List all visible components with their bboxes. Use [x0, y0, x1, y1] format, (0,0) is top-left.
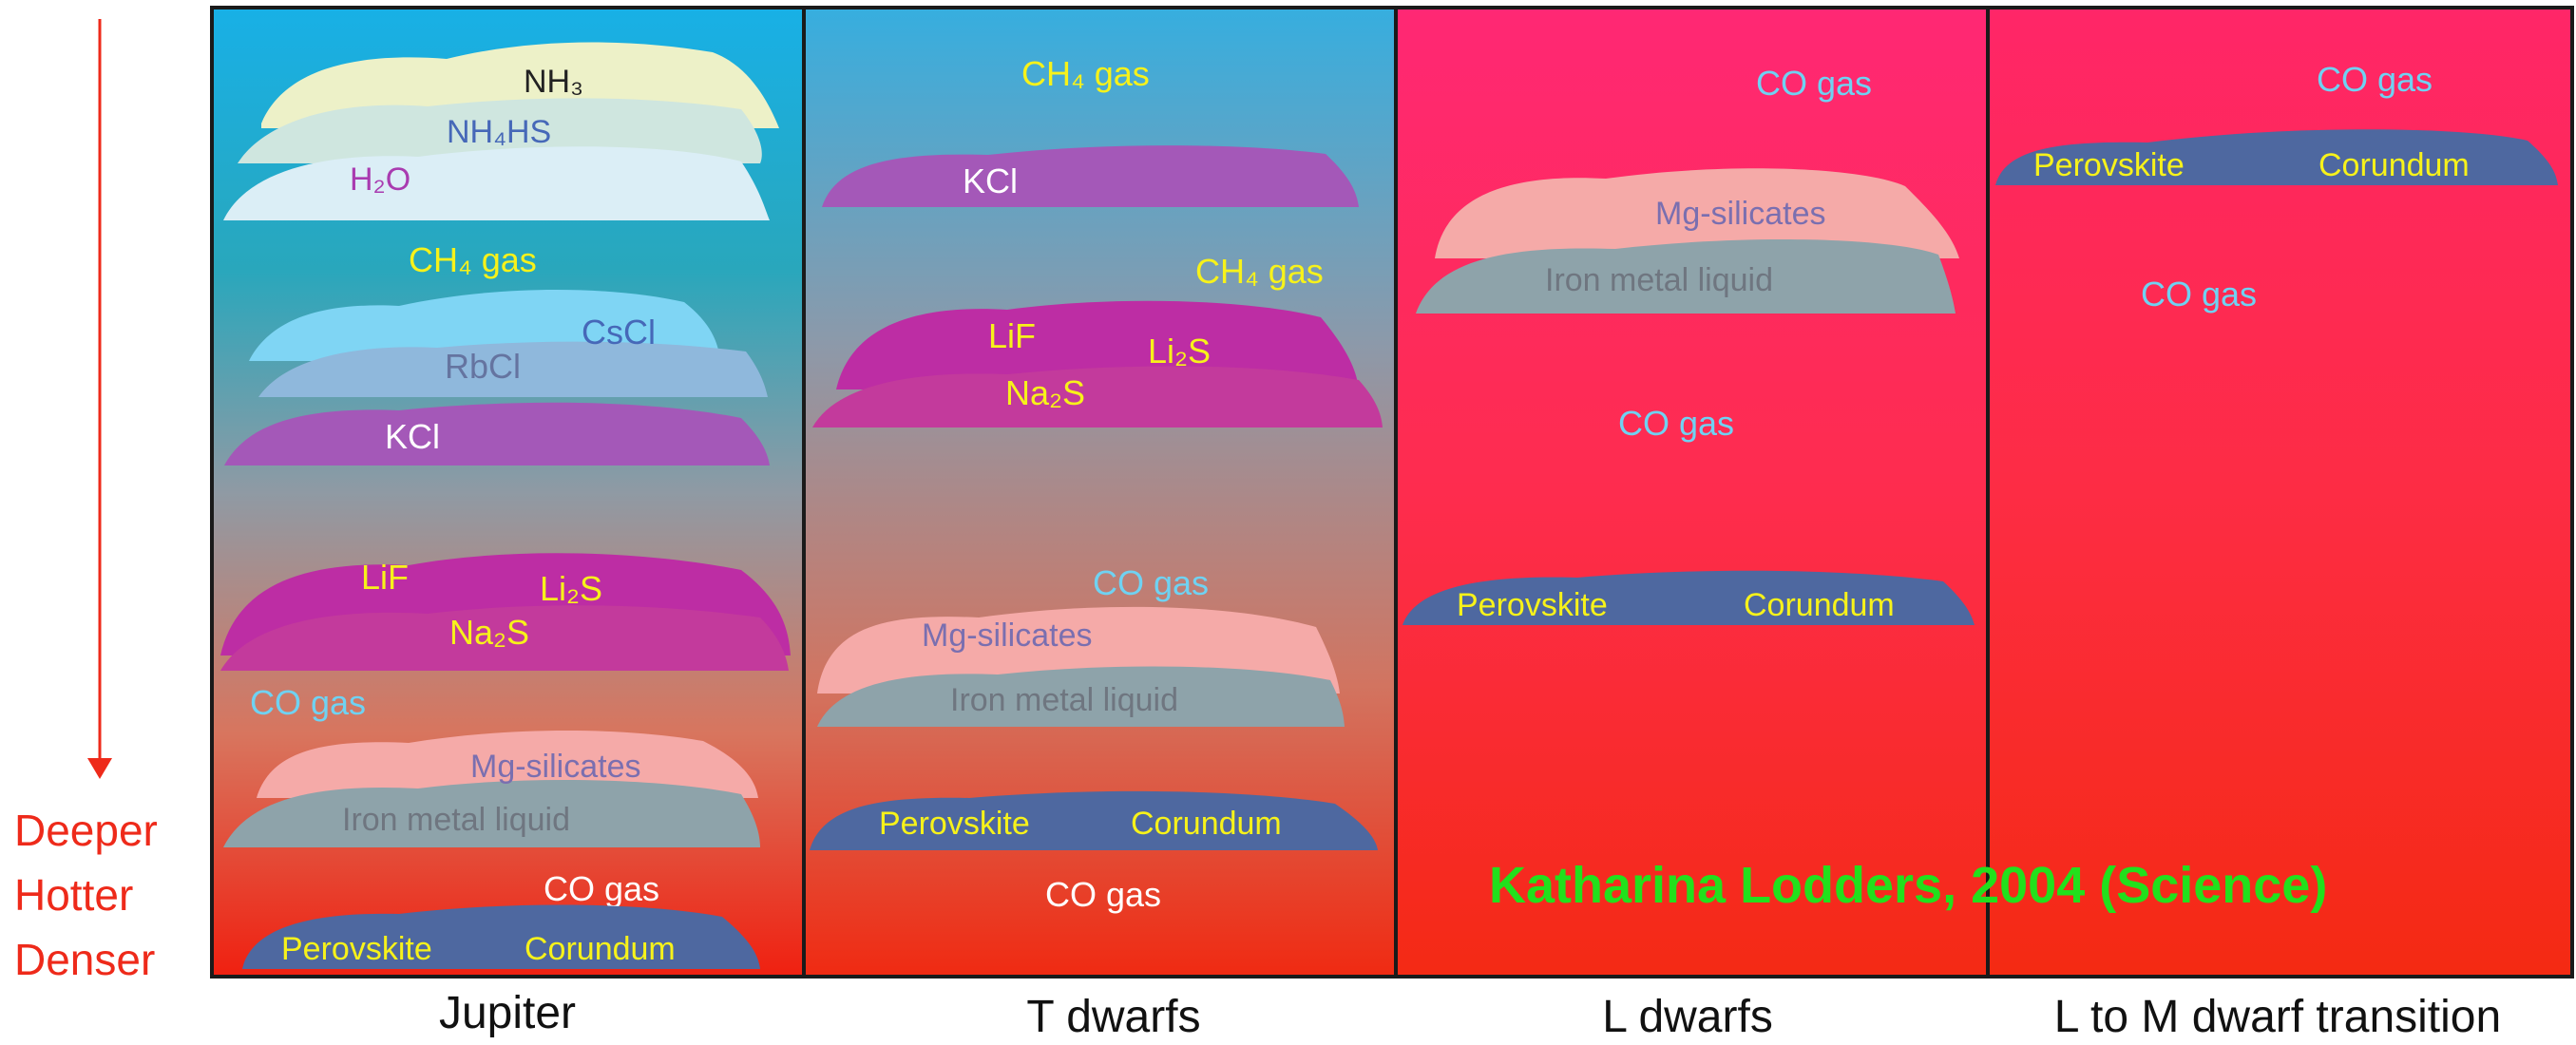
jupiter-label-lif: LiF [361, 558, 409, 597]
jupiter-label-nh4hs: NH₄HS [447, 114, 551, 150]
column-dividers [210, 6, 2574, 978]
l-dwarfs-label-perovskite: Perovskite [1457, 587, 1608, 623]
cloud-layer-perovskite-corundum-m [1995, 129, 2558, 185]
l-to-m-label-co-gas-2: CO gas [2141, 275, 2257, 314]
t-dwarfs-label-perovskite: Perovskite [879, 806, 1030, 842]
cloud-layer-na2s [220, 605, 789, 671]
l-dwarfs-label-corundum: Corundum [1744, 587, 1895, 623]
depth-arrow-head [87, 758, 112, 779]
t-dwarfs-label-co-gas-1: CO gas [1093, 563, 1209, 602]
l-to-m-label-co-gas-1: CO gas [2317, 60, 2433, 99]
jupiter-label-mg-silicates: Mg-silicates [470, 749, 640, 785]
l-dwarfs-label-co-gas-1: CO gas [1756, 64, 1872, 103]
jupiter-label-na2s: Na₂S [449, 613, 529, 652]
t-dwarfs-label-corundum: Corundum [1131, 806, 1282, 842]
cloud-layer-perovskite-corundum-t [810, 790, 1378, 850]
l-to-m-label-corundum: Corundum [2318, 147, 2470, 183]
cloud-layer-perovskite-corundum [242, 904, 760, 969]
cloud-layer-kcl-t [822, 145, 1359, 207]
depth-axis: Deeper Hotter Denser [14, 19, 158, 984]
t-dwarfs-label-ch4-gas-1: CH₄ gas [1021, 54, 1150, 93]
jupiter-label-iron-liquid: Iron metal liquid [342, 802, 570, 838]
cloud-layer-na2s-t [812, 366, 1383, 428]
column-title-t-dwarfs: T dwarfs [1026, 992, 1200, 1042]
cloud-layer-iron-liquid-l [1416, 238, 1956, 314]
jupiter-label-rbcl: RbCl [445, 347, 521, 386]
depth-label-denser: Denser [14, 935, 155, 984]
column-l-to-m-transition: CO gas Perovskite Corundum CO gas [1995, 60, 2558, 314]
t-dwarfs-label-iron-liquid: Iron metal liquid [950, 682, 1178, 718]
cloud-layer-rbcl [258, 341, 768, 397]
column-title-jupiter: Jupiter [439, 988, 576, 1038]
column-panel-l-dwarfs [1396, 8, 1988, 977]
t-dwarfs-label-co-gas-2: CO gas [1045, 875, 1161, 914]
column-title-l-dwarfs: L dwarfs [1602, 992, 1773, 1042]
l-dwarfs-label-iron-liquid: Iron metal liquid [1545, 262, 1773, 298]
credit-text: Katharina Lodders, 2004 (Science) [1489, 857, 2327, 914]
jupiter-label-h2o: H₂O [350, 162, 410, 198]
jupiter-label-li2s: Li₂S [540, 569, 602, 608]
t-dwarfs-label-na2s: Na₂S [1005, 373, 1085, 412]
cloud-layer-h2o [223, 146, 770, 220]
column-titles: Jupiter T dwarfs L dwarfs L to M dwarf t… [439, 988, 2501, 1042]
t-dwarfs-label-li2s: Li₂S [1148, 332, 1211, 370]
l-to-m-label-perovskite: Perovskite [2033, 147, 2185, 183]
column-t-dwarfs: CH₄ gas KCl CH₄ gas LiF Li₂S Na₂S CO gas… [810, 54, 1383, 914]
jupiter-label-nh3: NH₃ [524, 64, 583, 100]
cloud-layer-mg-silicates [257, 731, 758, 798]
t-dwarfs-label-mg-silicates: Mg-silicates [922, 618, 1092, 654]
t-dwarfs-label-kcl: KCl [963, 162, 1018, 200]
l-dwarfs-label-mg-silicates: Mg-silicates [1655, 196, 1825, 232]
diagram-frame [210, 6, 2574, 978]
cloud-layer-iron-liquid [223, 780, 760, 847]
depth-label-deeper: Deeper [14, 806, 158, 855]
cloud-layer-mg-silicates-l [1435, 168, 1959, 258]
jupiter-label-corundum: Corundum [525, 931, 676, 967]
t-dwarfs-label-ch4-gas-2: CH₄ gas [1195, 252, 1324, 291]
jupiter-label-co-gas-2: CO gas [544, 869, 659, 908]
cloud-layer-iron-liquid-t [817, 666, 1345, 727]
depth-label-hotter: Hotter [14, 870, 133, 920]
column-jupiter: NH₃ NH₄HS H₂O CH₄ gas CsCl RbCl KCl LiF … [220, 42, 791, 969]
jupiter-label-perovskite: Perovskite [281, 931, 432, 967]
cloud-layer-perovskite-corundum-l [1402, 570, 1975, 625]
jupiter-label-cscl: CsCl [582, 313, 656, 352]
l-dwarfs-label-co-gas-2: CO gas [1618, 404, 1734, 443]
cloud-layer-nh4hs [238, 98, 762, 163]
cloud-layer-kcl [224, 402, 770, 466]
jupiter-label-ch4-gas: CH₄ gas [409, 240, 537, 279]
column-l-dwarfs: CO gas Mg-silicates Iron metal liquid CO… [1402, 64, 1975, 625]
jupiter-label-co-gas-1: CO gas [250, 683, 366, 722]
jupiter-label-kcl: KCl [385, 417, 440, 456]
column-title-l-to-m-transition: L to M dwarf transition [2054, 992, 2501, 1042]
t-dwarfs-label-lif: LiF [988, 316, 1036, 355]
